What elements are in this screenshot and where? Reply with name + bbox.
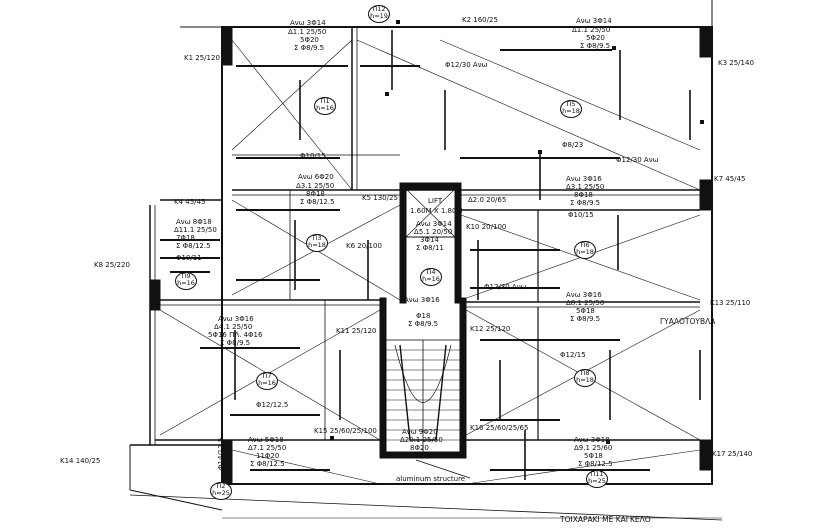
rebar-bottom-left-3: 11Φ20 <box>256 452 280 460</box>
beam-label-k1: K1 25/120 <box>184 54 220 62</box>
rebar-bottom-mid-2: Δ20.1 25/50 <box>400 436 443 444</box>
rebar-bottom-mid-4: Σ Φ8/12.5 <box>404 452 439 460</box>
rebar-stair-3: Σ Φ8/9.5 <box>408 320 439 328</box>
rebar-lift-4: Σ Φ8/11 <box>416 244 444 252</box>
bar-label-f12-30: Φ12/30 Ανω <box>445 61 488 69</box>
beam-label-k17: K17 25/140 <box>712 450 753 458</box>
bar-label-f10-11: Φ10/11 <box>176 254 202 262</box>
bar-label-f12-15: Φ12/15 <box>560 351 586 359</box>
rebar-bottom-left-2: Δ7.1 25/50 <box>248 444 287 452</box>
rebar-bottom-mid-3: 8Φ20 <box>410 444 429 452</box>
beam-label-k2: K2 160/25 <box>462 16 498 24</box>
rebar-top-left-3: 5Φ20 <box>300 36 319 44</box>
rebar-top-left-2: Δ1.1 25/50 <box>288 28 327 36</box>
beam-label-k7: K7 45/45 <box>714 175 746 183</box>
bar-label-f12-12: Φ12/12.5 <box>256 401 289 409</box>
rebar-west-2: Δ11.1 25/50 <box>174 226 217 234</box>
rebar-stair-1: Ανω 3Φ16 <box>404 296 440 304</box>
beam-label-k15: K15 25/60/25/100 <box>314 427 377 435</box>
rebar-d41-3: 5Φ16 ΠΛ. 4Φ16 <box>208 331 263 339</box>
rebar-top-right-4: Σ Φ8/9.5 <box>580 42 611 50</box>
rebar-row2-1: Ανω 3Φ16 <box>566 291 602 299</box>
rebar-bottom-right-2: Δ9.1 25/60 <box>574 444 613 452</box>
lift-size: 1.60M X 1.80M <box>410 207 463 215</box>
bar-label-f12-30b: Φ12/30 Ανω <box>484 283 527 291</box>
rebar-lift-2: Δ5.1 20/50 <box>414 228 453 236</box>
note-d20: Δ2.0 20/65 <box>468 196 507 204</box>
beam-label-k6: K6 20/100 <box>346 242 382 250</box>
rebar-top-right-3: 5Φ20 <box>586 34 605 42</box>
beam-label-k16: K16 25/60/25/65 <box>470 424 529 432</box>
rebar-top-right-1: Ανω 3Φ14 <box>576 17 612 25</box>
rebar-mid-right-3: 8Φ18 <box>574 191 593 199</box>
beam-label-k8: K8 25/220 <box>94 261 130 269</box>
rebar-top-left-4: Σ Φ8/9.5 <box>294 44 325 52</box>
note-fence: ΤΟΙΧΑΡΑΚΙ ΜΕ ΚΑΓΚΕΛΟ <box>560 515 651 524</box>
note-glass-blocks: ΓΥΑΛΟΤΟΥΒΛΑ <box>660 317 716 326</box>
bar-label-f12-30c: Φ12/30 Ανω <box>616 156 659 164</box>
rebar-lift-1: Ανω 3Φ14 <box>416 220 452 228</box>
rebar-west-1: Ανω 8Φ18 <box>176 218 212 226</box>
rebar-top-left-1: Ανω 3Φ14 <box>290 19 326 27</box>
beam-label-k10: K10 20/100 <box>466 223 507 231</box>
rebar-lift-3: 3Φ14 <box>420 236 439 244</box>
rebar-row2-4: Σ Φ8/9.5 <box>570 315 601 323</box>
note-aluminum: aluminum structure <box>396 475 466 483</box>
beam-label-k4: K4 45/45 <box>174 198 206 206</box>
beam-label-k12: K12 25/120 <box>470 325 511 333</box>
rebar-stair-2: Φ18 <box>416 312 431 320</box>
bar-label-f8-23: Φ8/23 <box>562 141 584 149</box>
rebar-top-right-2: Δ1.1 25/50 <box>572 26 611 34</box>
rebar-bottom-left-1: Ανω 5Φ18 <box>248 436 284 444</box>
rebar-bottom-right-3: 5Φ18 <box>584 452 603 460</box>
beam-label-k13: K13 25/110 <box>710 299 751 307</box>
beam-label-k14: K14 140/25 <box>60 457 101 465</box>
rebar-mid-right-4: Σ Φ8/9.5 <box>570 199 601 207</box>
bar-label-f14-12: Φ14/12.5 <box>217 437 225 470</box>
rebar-row2-3: 5Φ18 <box>576 307 595 315</box>
rebar-d41-4: Σ Φ8/9.5 <box>220 339 251 347</box>
rebar-west-3: 7Φ18 <box>176 234 195 242</box>
bar-label-f10-15b: Φ10/15 <box>568 211 594 219</box>
rebar-mid-left-3: 8Φ18 <box>306 190 325 198</box>
rebar-west-4: Σ Φ8/12.5 <box>176 242 211 250</box>
rebar-mid-right-1: Ανω 3Φ16 <box>566 175 602 183</box>
rebar-mid-right-2: Δ3.1 25/50 <box>566 183 605 191</box>
rebar-bottom-left-4: Σ Φ8/12.5 <box>250 460 285 468</box>
bar-label-f10-15: Φ10/15 <box>300 152 326 160</box>
rebar-mid-left-1: Ανω 6Φ20 <box>298 173 334 181</box>
rebar-bottom-right-4: Σ Φ8/12.5 <box>578 460 613 468</box>
rebar-row2-2: Δ8.1 25/50 <box>566 299 605 307</box>
rebar-bottom-right-1: Ανω 3Φ18 <box>574 436 610 444</box>
rebar-mid-left-2: Δ3.1 25/50 <box>296 182 335 190</box>
rebar-d41-1: Ανω 3Φ16 <box>218 315 254 323</box>
rebar-mid-left-4: Σ Φ8/12.5 <box>300 198 335 206</box>
beam-label-k5: K5 130/25 <box>362 194 398 202</box>
rebar-d41-2: Δ4.1 25/50 <box>214 323 253 331</box>
beam-label-k3: K3 25/140 <box>718 59 754 67</box>
rebar-bottom-mid-1: Ανω 9Φ20 <box>402 428 438 436</box>
beam-label-k11: K11 25/120 <box>336 327 377 335</box>
lift-title: LIFT <box>428 197 443 205</box>
